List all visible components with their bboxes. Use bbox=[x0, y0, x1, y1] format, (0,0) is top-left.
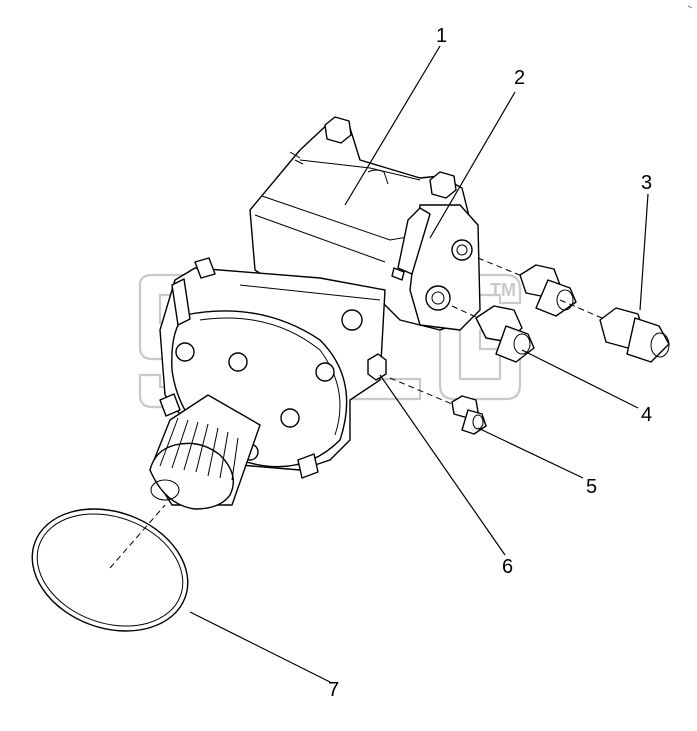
leader-5 bbox=[477, 427, 584, 479]
callout-6: 6 bbox=[502, 556, 513, 578]
leader-3 bbox=[639, 193, 649, 311]
alignment-lines bbox=[109, 257, 603, 569]
callout-4: 4 bbox=[641, 404, 652, 426]
callout-3: 3 bbox=[641, 172, 652, 194]
leader-7 bbox=[189, 611, 331, 683]
leader-1 bbox=[344, 45, 441, 206]
leader-4 bbox=[521, 349, 639, 409]
fitting-3 bbox=[599, 307, 670, 363]
fitting-4-upper bbox=[519, 264, 577, 317]
leader-2 bbox=[429, 91, 516, 239]
callout-1: 1 bbox=[436, 25, 447, 47]
callout-2: 2 bbox=[514, 67, 525, 89]
corner-mark bbox=[687, 5, 693, 9]
callout-5: 5 bbox=[586, 476, 597, 498]
fitting-4-lower bbox=[475, 305, 535, 363]
leader-lines bbox=[189, 45, 649, 683]
splined-shaft bbox=[149, 394, 261, 510]
watermark-tm: TM bbox=[490, 280, 516, 300]
leader-6 bbox=[379, 374, 506, 556]
callout-7: 7 bbox=[328, 679, 339, 701]
o-ring bbox=[31, 508, 189, 632]
fitting-5 bbox=[451, 395, 487, 435]
